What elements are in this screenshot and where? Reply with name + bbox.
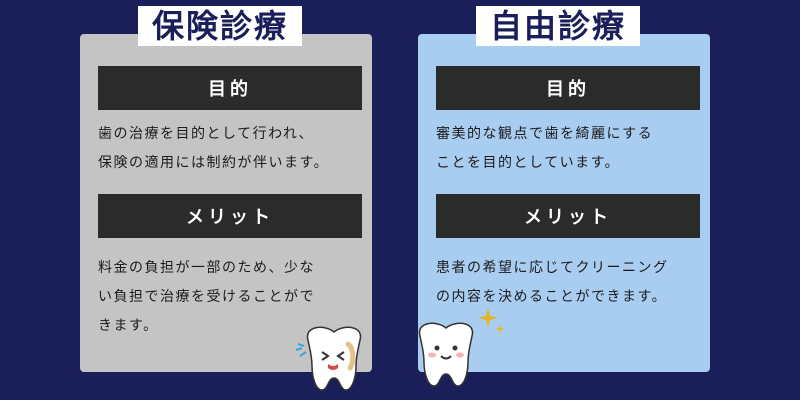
left-purpose-text: 歯の治療を目的として行われ、 保険の適用には制約が伴います。 (98, 120, 366, 178)
insurance-treatment-panel: 目的 歯の治療を目的として行われ、 保険の適用には制約が伴います。 メリット 料… (76, 30, 376, 376)
left-merit-text-line3: きます。 (98, 318, 159, 334)
left-purpose-text-line2: 保険の適用には制約が伴います。 (98, 155, 330, 171)
sparkle-icon (478, 308, 505, 334)
right-purpose-text-line1: 審美的な観点で歯を綺麗にする (436, 126, 654, 142)
smiling-tooth-icon (418, 322, 474, 387)
left-merit-text-line1: 料金の負担が一部のため、少な (98, 260, 315, 276)
left-purpose-label: 目的 (98, 66, 362, 110)
right-merit-text-line2: の内容を決めることができます。 (436, 289, 668, 305)
right-merit-text: 患者の希望に応じてクリーニング の内容を決めることができます。 (436, 254, 704, 312)
right-merit-label: メリット (436, 194, 700, 238)
left-merit-text: 料金の負担が一部のため、少な い負担で治療を受けることがで きます。 (98, 254, 366, 341)
left-panel-title: 保険診療 (138, 6, 303, 46)
left-purpose-text-line1: 歯の治療を目的として行われ、 (98, 126, 315, 142)
right-merit-text-line1: 患者の希望に応じてクリーニング (436, 260, 669, 276)
right-purpose-text-line2: ことを目的としています。 (436, 155, 621, 171)
left-merit-label: メリット (98, 194, 362, 238)
right-purpose-label: 目的 (436, 66, 700, 110)
crying-tooth-icon (295, 326, 362, 391)
left-merit-text-line2: い負担で治療を受けることがで (98, 289, 315, 305)
self-pay-treatment-panel: 目的 審美的な観点で歯を綺麗にする ことを目的としています。 メリット 患者の希… (414, 30, 714, 376)
right-panel-title: 自由診療 (476, 6, 641, 46)
right-purpose-text: 審美的な観点で歯を綺麗にする ことを目的としています。 (436, 120, 704, 178)
